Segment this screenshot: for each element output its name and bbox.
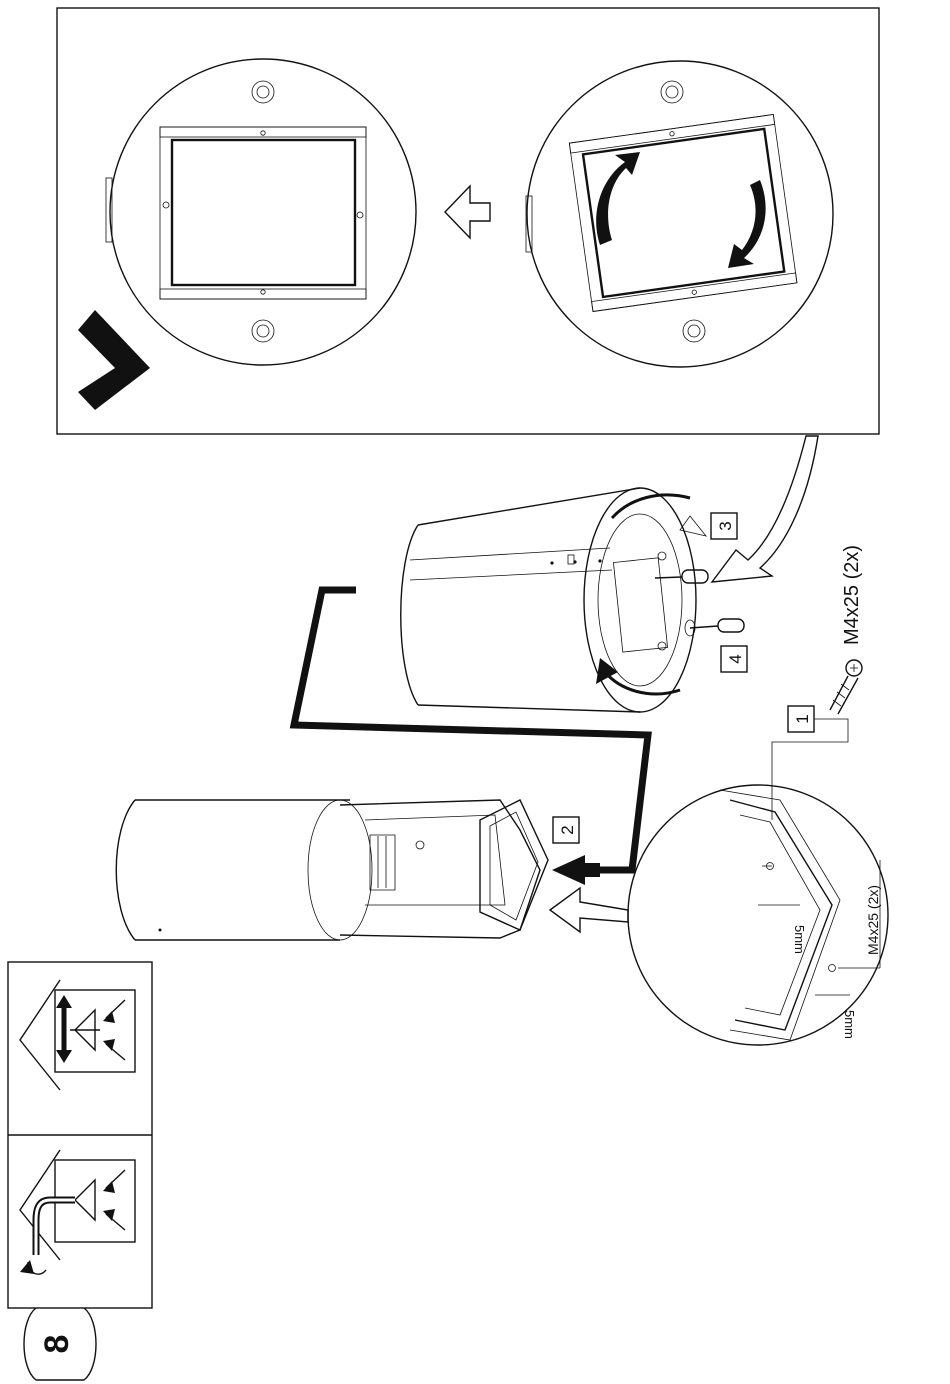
mode-panel — [8, 962, 152, 1308]
frame-rotating-view — [526, 61, 833, 367]
step-number-badge: 8 — [24, 1308, 96, 1380]
screw-detail-view: 5mm 5mm M4x25 (2x) — [628, 785, 888, 1045]
screwdriver-icon — [685, 619, 744, 636]
rotate-arrow-icon — [605, 672, 680, 694]
screwdriver-icon — [655, 570, 708, 583]
frame-final-position-view — [106, 59, 416, 365]
hollow-left-arrow-icon — [550, 888, 628, 932]
callout-4-label: 4 — [726, 654, 745, 663]
connector-arrow-icon — [712, 436, 818, 582]
canister-cover-assembly — [401, 488, 744, 712]
callout-1: 1 — [772, 706, 848, 820]
rotate-arrow-icon — [612, 495, 690, 518]
chevron-right-icon — [78, 310, 150, 410]
rotate-arrow-icon — [728, 180, 766, 268]
connector-path-icon — [294, 590, 648, 870]
gap-dimension-label: 5mm — [842, 1010, 857, 1039]
rotation-detail-panel — [57, 8, 879, 434]
canister-body-assembly — [116, 800, 548, 940]
exhaust-mode-icon — [20, 980, 135, 1090]
detail-screw-spec-label: M4x25 (2x) — [865, 885, 881, 955]
rotate-arrow-icon — [596, 152, 640, 245]
gap-dimension-label: 5mm — [792, 925, 807, 954]
step-number-label: 8 — [38, 1335, 76, 1354]
callout-3: 3 — [711, 513, 737, 539]
hollow-left-arrow-icon — [445, 186, 490, 238]
callout-1-label: 1 — [793, 714, 812, 723]
callout-2-label: 2 — [558, 825, 577, 834]
callout-2: 2 — [553, 817, 579, 843]
left-arrow-icon — [552, 855, 600, 885]
callout-3-label: 3 — [716, 521, 735, 530]
screw-icon — [830, 660, 862, 714]
screw-spec-label: M4x25 (2x) — [841, 545, 863, 645]
callout-4: 4 — [721, 646, 747, 672]
recirculation-mode-icon — [20, 1150, 135, 1274]
